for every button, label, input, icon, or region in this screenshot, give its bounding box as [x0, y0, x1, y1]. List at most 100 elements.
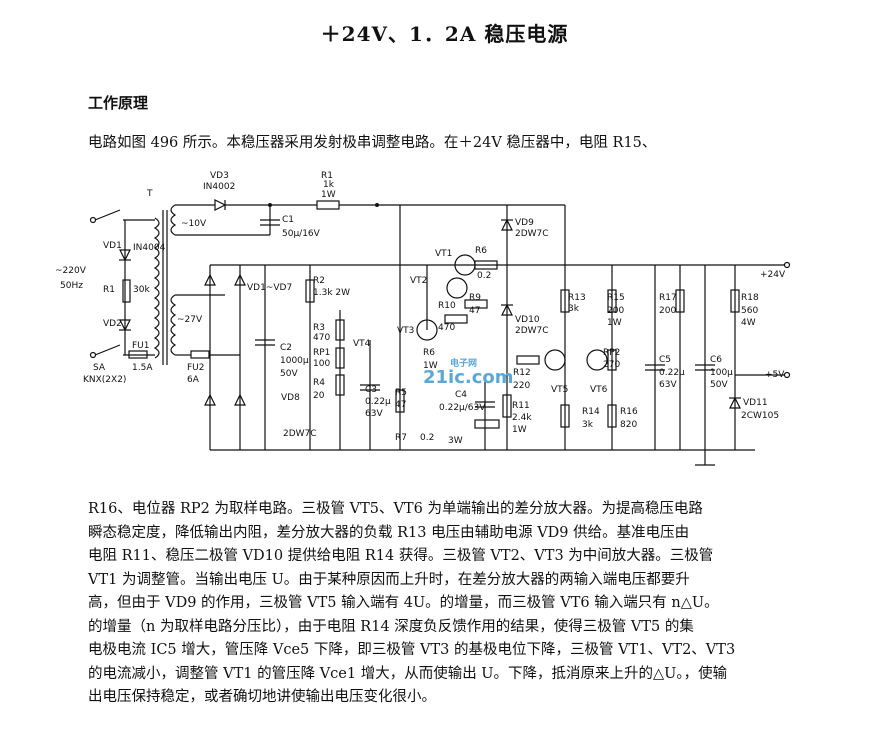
control-section	[305, 205, 540, 450]
label-r9: R9	[469, 293, 481, 303]
mains-input	[89, 209, 155, 359]
label-r11-w: 1W	[512, 425, 527, 435]
label-r12-val: 220	[513, 381, 530, 391]
label-27v: ~27V	[177, 315, 203, 325]
rectifier-bridge	[175, 264, 755, 451]
label-vd11-part: 2CW105	[741, 411, 779, 421]
body-line: VT1 为调整管。当输出电压 U。由于某种原因而上升时，在差分放大器的两输入端电…	[88, 571, 690, 588]
body-line: 高，但由于 VD9 的作用，三极管 VT5 输入端有 4U。的增量，而三极管 V…	[88, 595, 719, 611]
body-line: 电阻 R11、稳压二极管 VD10 提供给电阻 R14 获得。三极管 VT2、V…	[88, 548, 714, 564]
label-r14: R14	[582, 407, 600, 417]
label-r18-w: 4W	[741, 318, 756, 328]
label-vd9: VD9	[515, 218, 534, 228]
label-c2-v: 50V	[280, 369, 298, 379]
intro-paragraph: 电路如图 496 所示。本稳压器采用发射极串调整电路。在＋24V 稳压器中，电阻…	[88, 135, 657, 151]
label-c3: C3	[365, 385, 377, 395]
label-vd2: VD2	[103, 319, 122, 329]
label-r13-val: 3k	[568, 304, 580, 314]
label-r10-val: 470	[438, 323, 455, 333]
label-r11: R11	[512, 401, 530, 411]
label-r1b-val: 30k	[133, 285, 150, 295]
label-c6: C6	[710, 355, 722, 365]
label-fu1-val: 1.5A	[132, 363, 153, 373]
label-vd8: VD8	[281, 393, 300, 403]
label-sa: SA	[93, 363, 106, 373]
label-r4-val: 20	[313, 391, 325, 401]
body-line: R16、电位器 RP2 为取样电路。三极管 VT5、VT6 为单端输出的差分放大…	[88, 501, 703, 517]
label-vt3: VT3	[397, 326, 414, 336]
label-r15-w: 1W	[607, 318, 622, 328]
label-r5-val: 47	[395, 400, 406, 410]
circuit-diagram: VD3 IN4002 R1 1k 1W T ~10V C1 50μ/16V VD…	[55, 171, 791, 466]
label-vt2: VT2	[410, 276, 427, 286]
label-vd3: VD3	[210, 171, 229, 181]
label-c5-val: 0.22μ	[659, 368, 685, 378]
label-r15: R15	[607, 293, 625, 303]
label-vd1-vd7: VD1~VD7	[247, 283, 292, 293]
label-r10: R10	[438, 301, 456, 311]
label-r14-val: 3k	[582, 420, 594, 430]
label-c2-val: 1000μ	[280, 356, 309, 366]
label-c6-v: 50V	[710, 380, 728, 390]
label-r17: R17	[659, 293, 677, 303]
watermark-cn: 电子网	[450, 357, 477, 369]
label-c4-val: 0.22μ/63V	[439, 403, 486, 413]
label-r3-val: 470	[313, 333, 330, 343]
label-c1: C1	[282, 215, 294, 225]
label-rp2-val: 270	[603, 360, 620, 370]
top-rail	[175, 199, 565, 236]
label-r6b-val: 1W	[423, 361, 438, 371]
label-r7-w: 3W	[448, 436, 463, 446]
label-r18: R18	[741, 293, 759, 303]
transformer-t	[153, 204, 177, 365]
output-section	[544, 205, 791, 466]
label-fu2-val: 6A	[187, 375, 200, 385]
label-t: T	[146, 189, 153, 199]
label-c1-val: 50μ/16V	[282, 229, 321, 239]
label-vd11: VD11	[743, 398, 768, 408]
label-vd3-part: IN4002	[203, 182, 235, 192]
label-r1b: R1	[103, 285, 115, 295]
label-rp2: RP2	[603, 348, 620, 358]
body-line: 的增量（n 为取样电路分压比），由于电阻 R14 深度负反馈作用的结果，使得三极…	[88, 618, 694, 635]
label-fu2: FU2	[187, 363, 205, 373]
label-10v: ~10V	[181, 219, 207, 229]
label-r13: R13	[568, 293, 586, 303]
label-c6-val: 100μ	[710, 368, 733, 378]
body-paragraph: R16、电位器 RP2 为取样电路。三极管 VT5、VT6 为单端输出的差分放大…	[88, 498, 818, 710]
label-r6b: R6	[423, 348, 435, 358]
label-vd1: VD1	[103, 241, 122, 251]
label-c2: C2	[280, 343, 292, 353]
body-line: 电极电流 IC5 增大，管压降 Vce5 下降，即三极管 VT3 的基极电位下降…	[88, 642, 736, 658]
body-line: 瞬态稳定度，降低输出内阻，差分放大器的负载 R13 电压由辅助电源 VD9 供给…	[88, 524, 690, 541]
label-fu1: FU1	[132, 341, 150, 351]
label-r2: R2	[313, 276, 325, 286]
label-out-24v: +24V	[760, 270, 786, 280]
label-vd9-part: 2DW7C	[515, 229, 549, 239]
label-sa-part: KNX(2X2)	[83, 375, 126, 385]
label-rp1-val: 100	[313, 359, 330, 369]
label-in4004: IN4004	[133, 243, 166, 253]
label-r2-val: 1.3k 2W	[313, 288, 350, 298]
label-vd10-part: 2DW7C	[515, 326, 549, 336]
label-c5-v: 63V	[659, 380, 677, 390]
label-r9-val: 47	[469, 306, 480, 316]
label-r7-val: 0.2	[420, 433, 434, 443]
label-r5: R5	[395, 388, 407, 398]
label-r6: R6	[475, 246, 487, 256]
label-mains-hz: 50Hz	[60, 281, 83, 291]
label-r16-val: 820	[620, 420, 637, 430]
label-r12: R12	[513, 368, 531, 378]
page-title: ＋24V、1．2A 稳压电源	[320, 22, 569, 46]
label-out-5v: +5V	[765, 370, 785, 380]
label-vt1: VT1	[435, 249, 452, 259]
label-r3: R3	[313, 323, 325, 333]
label-vd10: VD10	[515, 315, 540, 325]
label-vt5: VT5	[551, 385, 568, 395]
section-heading: 工作原理	[88, 94, 149, 112]
label-vt6: VT6	[590, 385, 608, 395]
label-r1: R1	[321, 171, 333, 181]
label-r17-val: 200	[659, 306, 676, 316]
watermark: 21ic.com	[423, 367, 514, 388]
label-c4: C4	[455, 390, 467, 400]
